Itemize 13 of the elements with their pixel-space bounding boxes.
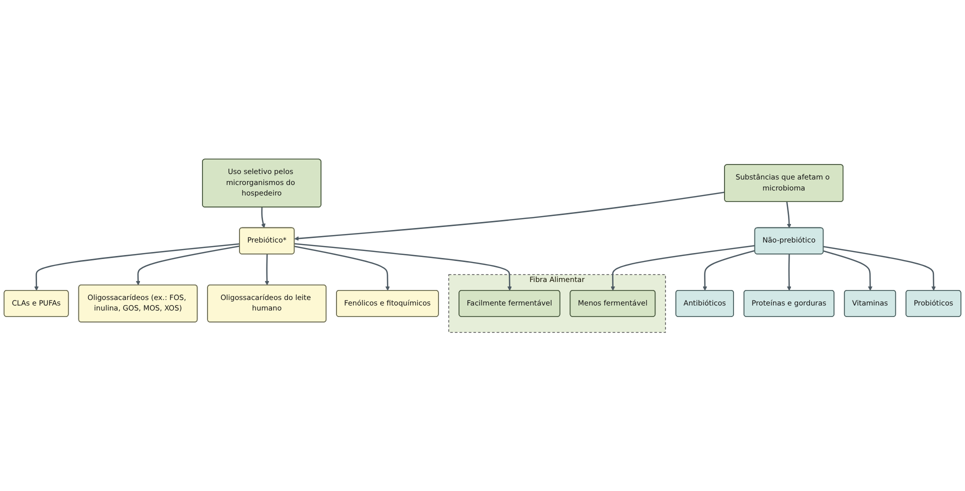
arrow — [702, 250, 756, 291]
arrow — [261, 207, 266, 228]
arrow — [34, 243, 240, 291]
arrow — [136, 245, 240, 286]
arrow — [294, 246, 390, 291]
arrow — [823, 246, 936, 291]
arrow — [786, 202, 792, 228]
arrow — [294, 191, 725, 241]
arrow — [264, 254, 270, 286]
arrow — [786, 254, 792, 291]
arrow — [823, 250, 872, 291]
arrow — [294, 242, 512, 291]
arrow — [610, 244, 756, 291]
